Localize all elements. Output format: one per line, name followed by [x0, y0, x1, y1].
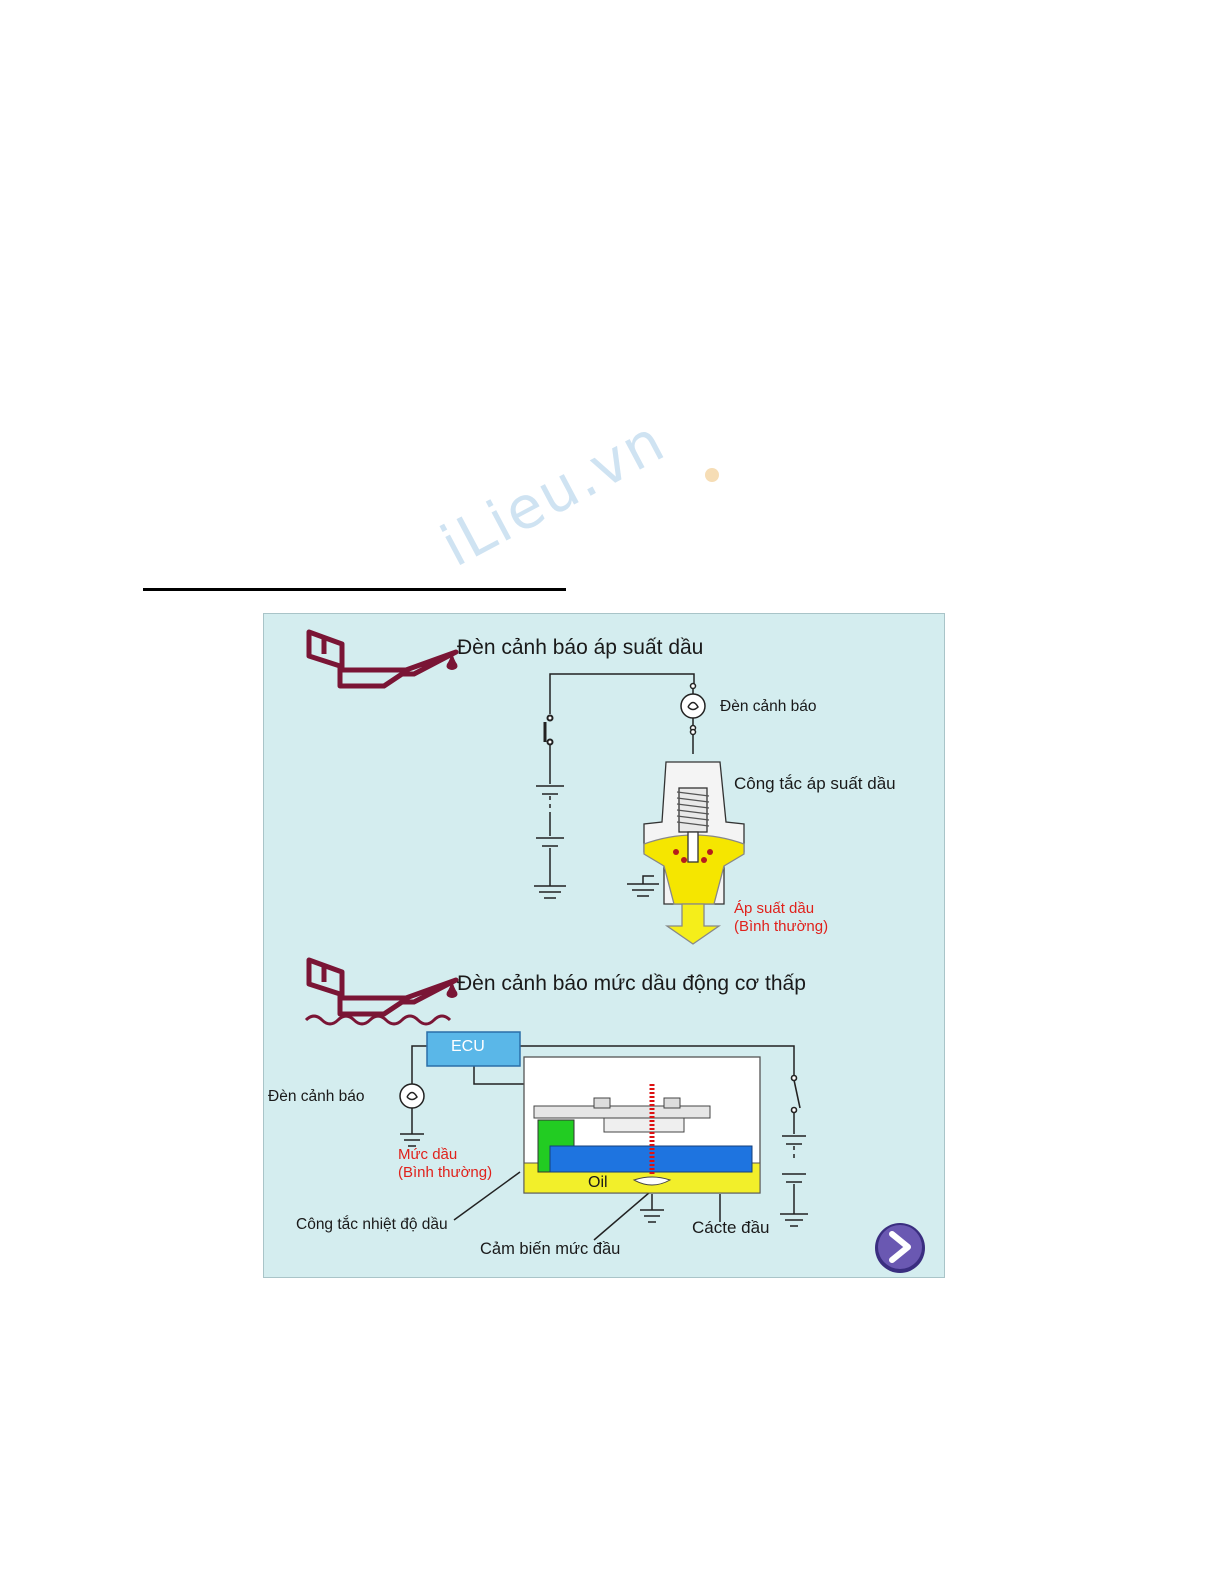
level-sensor-label: Cảm biến mức đầu — [480, 1240, 620, 1259]
pressure-arrow-icon — [667, 904, 719, 944]
level-warning-lamp-icon — [400, 1084, 424, 1108]
pressure-switch-label: Công tắc áp suất dầu — [734, 774, 896, 794]
level-section-title: Đèn cảnh báo mức dầu động cơ thấp — [457, 972, 806, 996]
oil-sump — [524, 1057, 760, 1193]
level-ignition-switch — [792, 1076, 801, 1113]
pressure-section-title: Đèn cảnh báo áp suất dầu — [457, 636, 703, 660]
level-label-line2: (Bình thường) — [398, 1164, 492, 1182]
oil-label: Oil — [588, 1174, 608, 1192]
watermark-dot — [705, 468, 719, 482]
pressure-label-line2: (Bình thường) — [734, 918, 828, 936]
sump-label: Cácte đầu — [692, 1218, 770, 1238]
level-lamp-label: Đèn cảnh báo — [268, 1088, 365, 1106]
watermark: iLieu.vn — [430, 406, 676, 580]
pressure-label-line1: Áp suất dầu — [734, 900, 814, 918]
oil-can-icon — [309, 632, 456, 686]
oil-pressure-switch — [644, 762, 744, 904]
oil-can-level-icon — [306, 960, 456, 1024]
temp-switch-label: Công tắc nhiệt độ dầu — [296, 1216, 448, 1234]
level-label-line1: Mức dầu — [398, 1146, 457, 1164]
ignition-switch — [545, 716, 553, 745]
pressure-lamp-label: Đèn cảnh báo — [720, 698, 817, 716]
heading-underline — [143, 588, 566, 591]
diagram-panel: Đèn cảnh báo áp suất dầu Đèn cảnh báo Cô… — [263, 613, 945, 1278]
ecu-label: ECU — [451, 1038, 485, 1056]
next-button[interactable] — [872, 1228, 924, 1266]
